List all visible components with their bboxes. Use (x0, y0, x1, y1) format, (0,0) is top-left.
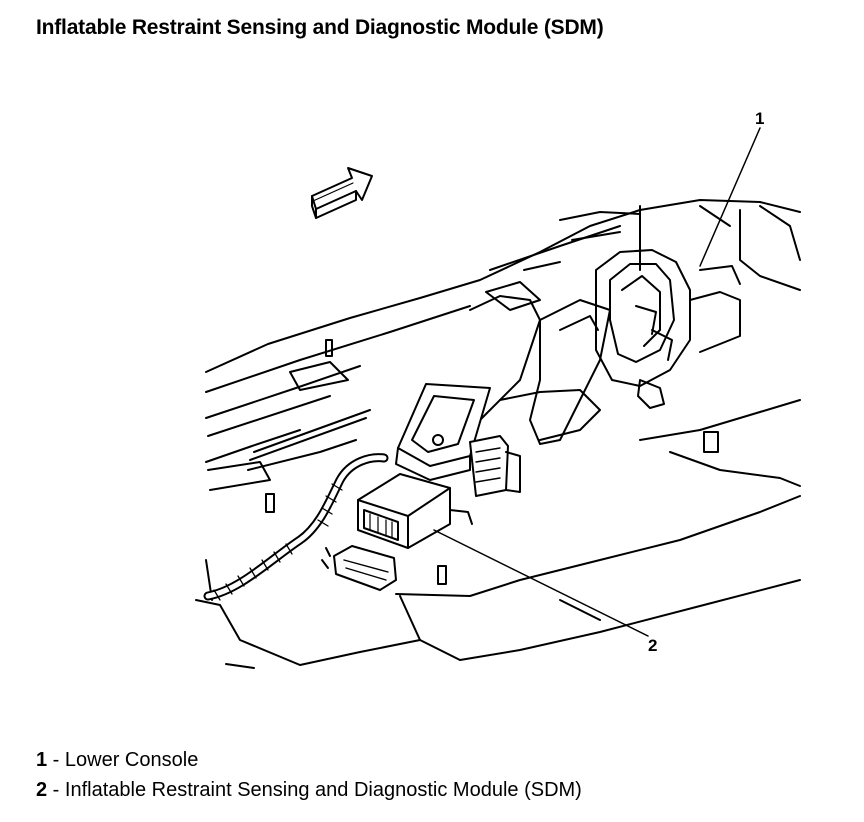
legend-separator: - (47, 749, 65, 771)
diagram-title: Inflatable Restraint Sensing and Diagnos… (36, 16, 604, 39)
wiring-harness (203, 453, 389, 601)
leader-line-1 (699, 127, 761, 267)
console-tray (395, 383, 491, 481)
front-direction-arrow-icon (311, 167, 373, 219)
harness-connector (333, 545, 397, 591)
legend-separator: - (47, 779, 65, 801)
legend-text: Lower Console (64, 749, 199, 771)
lower-console (449, 249, 741, 445)
legend: 1 - Lower Console 2 - Inflatable Restrai… (36, 745, 582, 805)
callout-1: 1 (755, 109, 764, 128)
legend-item: 2 - Inflatable Restraint Sensing and Dia… (36, 775, 582, 805)
vehicle-floor-pan (195, 199, 801, 669)
legend-number: 1 (36, 749, 48, 771)
callout-2: 2 (648, 636, 657, 655)
leader-line-2 (433, 529, 649, 637)
legend-number: 2 (36, 779, 48, 801)
sdm-connector-block (469, 435, 521, 497)
sdm-module (357, 473, 473, 549)
legend-item: 1 - Lower Console (36, 745, 582, 775)
legend-text: Inflatable Restraint Sensing and Diagnos… (64, 779, 582, 801)
mounting-studs (265, 339, 719, 585)
callout-leader-lines (433, 127, 761, 637)
